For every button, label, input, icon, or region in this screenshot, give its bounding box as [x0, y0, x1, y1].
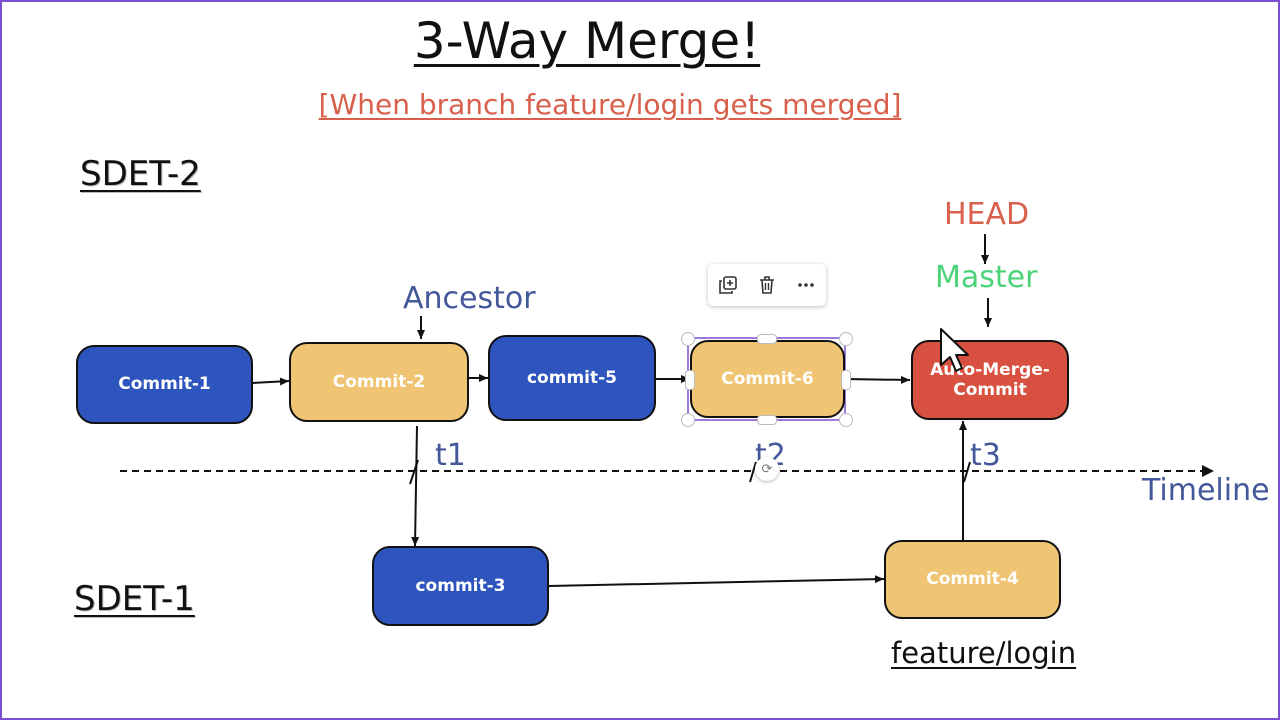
resize-handle[interactable] — [685, 370, 695, 390]
resize-handle[interactable] — [839, 332, 853, 346]
cursor-icon — [940, 328, 969, 372]
resize-handle[interactable] — [681, 332, 695, 346]
label-timeline: Timeline — [1142, 473, 1270, 508]
label-t3: t3 — [970, 438, 1001, 473]
merge-line-2: Commit — [953, 380, 1027, 400]
node-commit-4[interactable]: Commit-4 — [884, 540, 1061, 619]
lane-label-sdet-1: SDET-1 — [74, 579, 195, 619]
node-commit-5[interactable]: commit-5 — [488, 335, 656, 421]
node-commit-2[interactable]: Commit-2 — [289, 342, 469, 422]
duplicate-icon[interactable] — [713, 270, 743, 300]
resize-handle[interactable] — [841, 370, 851, 390]
node-commit-6[interactable]: Commit-6 — [690, 340, 845, 418]
tick-t3 — [963, 461, 971, 483]
label-ancestor: Ancestor — [403, 281, 536, 316]
resize-handle[interactable] — [681, 413, 695, 427]
rotate-icon[interactable]: ⟳ — [755, 457, 779, 481]
arrow-commit6-merge — [844, 375, 911, 384]
label-master: Master — [935, 260, 1038, 295]
more-icon[interactable] — [791, 270, 821, 300]
label-t1: t1 — [435, 438, 466, 473]
node-commit-3[interactable]: commit-3 — [372, 546, 549, 626]
element-toolbar — [708, 264, 826, 306]
node-auto-merge-commit[interactable]: Auto-Merge- Commit — [911, 340, 1069, 420]
arrow-commit1-commit2 — [251, 377, 290, 386]
subtitle-text: [When branch feature/login gets merged] — [318, 88, 902, 121]
arrow-commit2-commit3 — [411, 425, 420, 547]
page-title: 3-Way Merge! — [2, 12, 1172, 70]
resize-handle[interactable] — [839, 413, 853, 427]
lane-label-sdet-2: SDET-2 — [80, 154, 201, 194]
title-text: 3-Way Merge! — [413, 12, 761, 70]
node-commit-1[interactable]: Commit-1 — [76, 345, 253, 424]
timeline-arrowhead — [1202, 465, 1214, 477]
label-head: HEAD — [944, 197, 1030, 232]
resize-handle[interactable] — [757, 334, 777, 344]
arrow-commit3-commit4 — [548, 575, 885, 587]
trash-icon[interactable] — [752, 270, 782, 300]
label-feature-branch: feature/login — [891, 636, 1077, 670]
subtitle: [When branch feature/login gets merged] — [2, 88, 1218, 121]
resize-handle[interactable] — [757, 415, 777, 425]
